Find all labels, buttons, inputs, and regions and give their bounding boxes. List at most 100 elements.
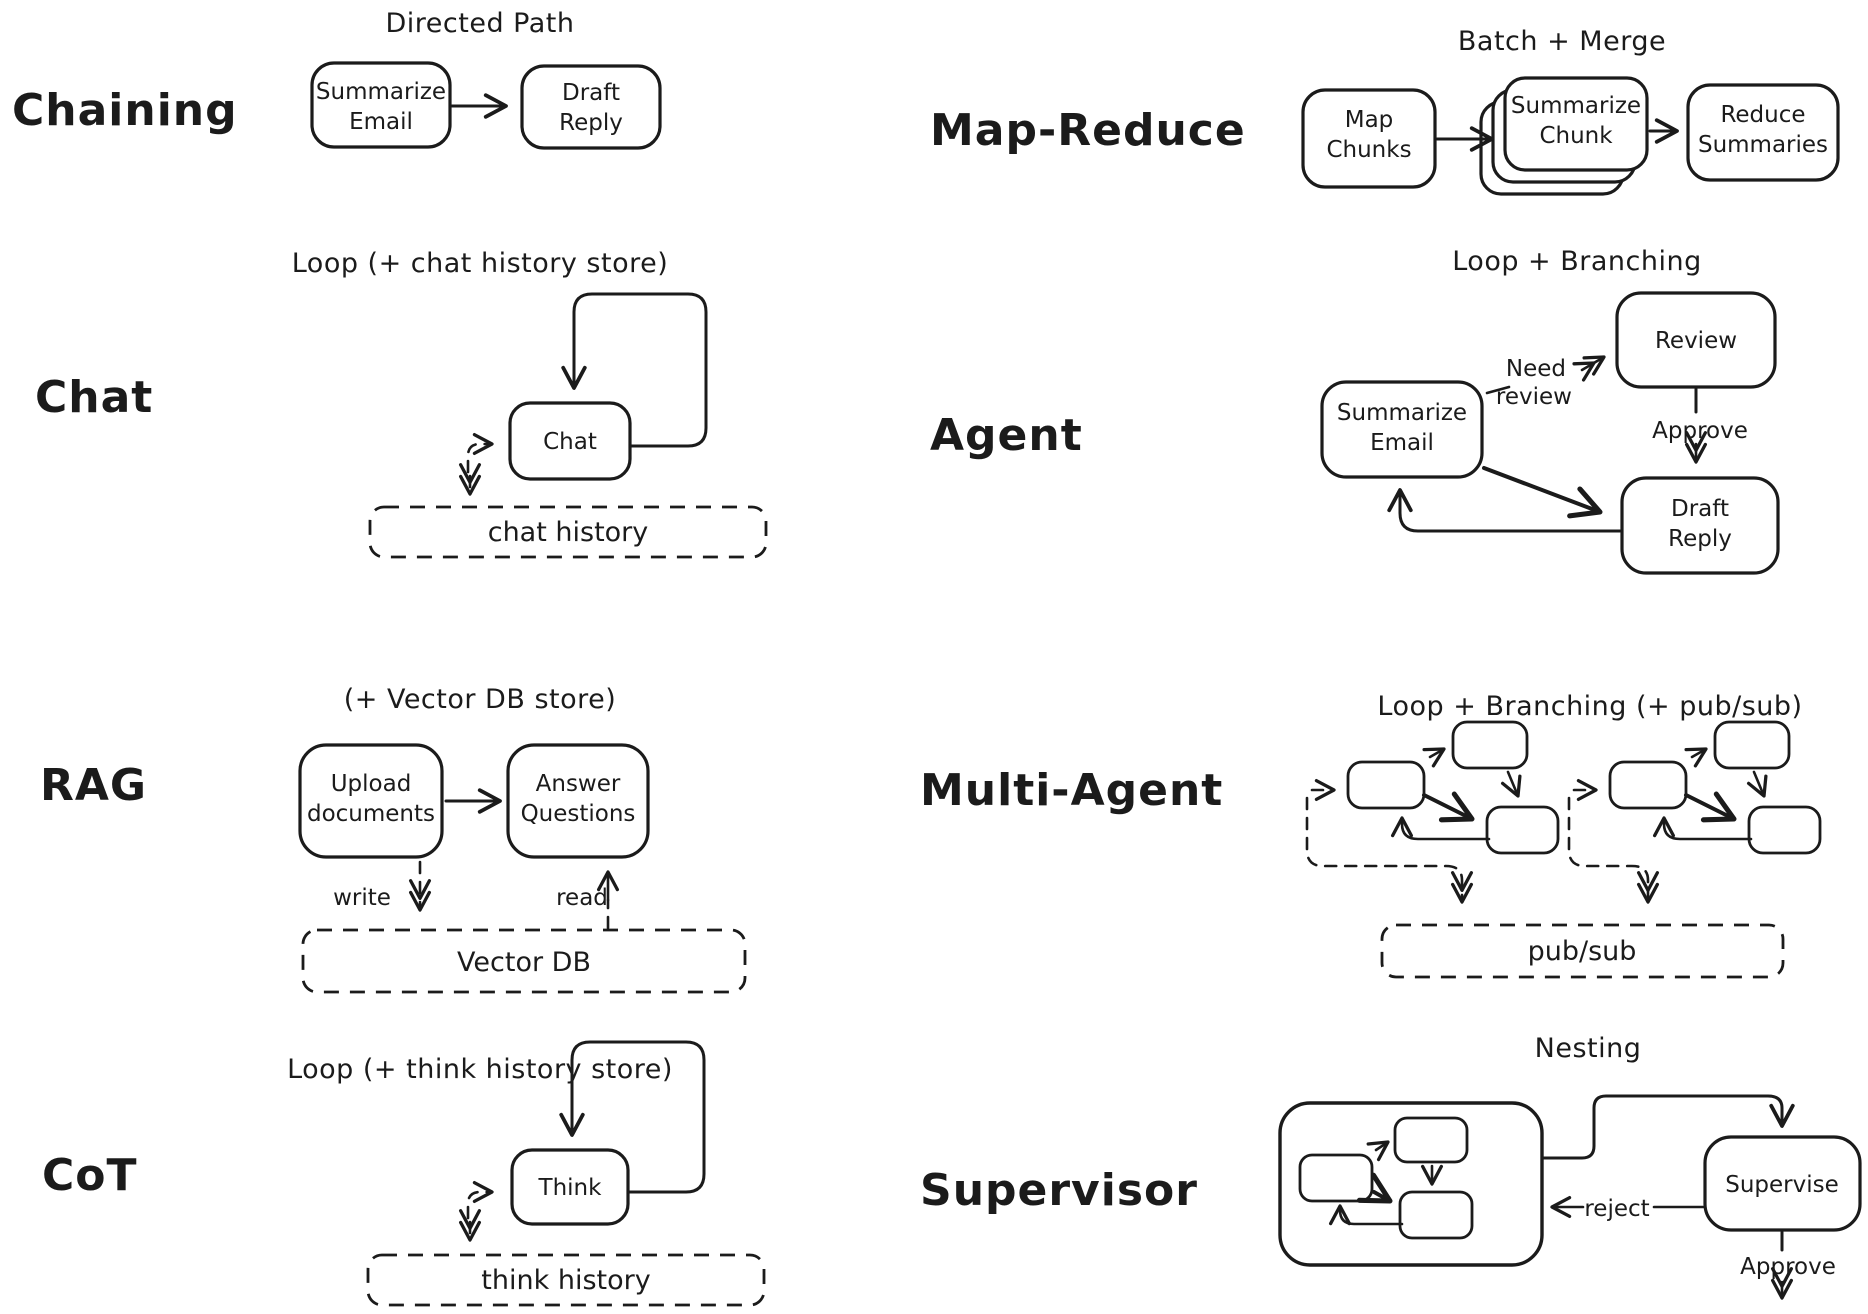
section-agent: Agent Loop + Branching Summarize Email R… bbox=[930, 246, 1780, 575]
node-text: Email bbox=[1370, 430, 1434, 456]
node-think bbox=[510, 1148, 630, 1226]
section-title: Nesting bbox=[1535, 1033, 1642, 1064]
store-text: think history bbox=[481, 1265, 650, 1296]
node-map-chunks bbox=[1301, 88, 1437, 189]
section-label: CoT bbox=[42, 1150, 138, 1201]
mini-node bbox=[1747, 805, 1822, 855]
section-title: Loop (+ think history store) bbox=[287, 1054, 673, 1085]
store-pub-sub bbox=[1380, 923, 1785, 979]
arrow-need-review-to-review bbox=[1572, 355, 1606, 382]
node-text: Draft bbox=[1671, 496, 1729, 522]
node-text: Summarize bbox=[316, 79, 446, 105]
arrow-cluster-to-pubsub bbox=[1305, 796, 1473, 904]
node-review bbox=[1615, 291, 1777, 389]
node-summarize-email bbox=[310, 61, 452, 149]
section-label: RAG bbox=[40, 760, 147, 811]
store-text: Vector DB bbox=[457, 947, 591, 978]
arrow-store-to-chat bbox=[466, 433, 494, 474]
section-cot: CoT Loop (+ think history store) Think t… bbox=[42, 1040, 766, 1307]
edge-label-reject: reject bbox=[1584, 1196, 1649, 1222]
node-reduce-summaries bbox=[1686, 83, 1840, 182]
agent-cluster-1 bbox=[1305, 720, 1560, 904]
node-text: Questions bbox=[521, 801, 636, 827]
arrow-left-to-top bbox=[1684, 747, 1708, 768]
section-title: Directed Path bbox=[386, 8, 575, 39]
node-text: Map bbox=[1345, 107, 1394, 133]
section-label: Agent bbox=[930, 410, 1083, 461]
arrow-bottom-back-to-left bbox=[1391, 816, 1491, 841]
mini-node bbox=[1298, 1153, 1374, 1203]
node-text: Think bbox=[538, 1175, 603, 1201]
section-label: Chat bbox=[35, 372, 153, 423]
section-label: Map-Reduce bbox=[930, 105, 1246, 156]
store-text: pub/sub bbox=[1528, 936, 1637, 967]
arrow-draft-back-to-summarize bbox=[1387, 488, 1622, 533]
section-title: Loop + Branching (+ pub/sub) bbox=[1377, 691, 1802, 722]
node-text: Email bbox=[349, 109, 413, 135]
arrow-bottom-back-to-left bbox=[1653, 816, 1753, 841]
section-label: Multi-Agent bbox=[920, 765, 1223, 816]
section-title: (+ Vector DB store) bbox=[344, 684, 617, 715]
node-summarize-email bbox=[1320, 380, 1484, 479]
mini-node bbox=[1451, 720, 1529, 770]
node-text: Upload bbox=[331, 771, 412, 797]
arrow-left-to-top bbox=[1366, 1140, 1390, 1162]
node-answer-questions bbox=[506, 743, 650, 859]
node-text: Chunks bbox=[1326, 137, 1411, 163]
arrow-self-loop bbox=[559, 1040, 706, 1194]
section-multi-agent: Multi-Agent Loop + Branching (+ pub/sub) bbox=[920, 691, 1822, 979]
arrow-store-to-think bbox=[466, 1181, 494, 1220]
arrow-bottom-back-to-left bbox=[1329, 1204, 1404, 1226]
store-chat-history bbox=[368, 505, 768, 559]
arrow-self-loop bbox=[561, 292, 708, 448]
section-chaining: Chaining Directed Path Summarize Email D… bbox=[12, 8, 662, 150]
mini-node bbox=[1346, 760, 1426, 810]
arrow-left-to-bottom bbox=[1422, 791, 1475, 823]
node-text: Reply bbox=[1668, 526, 1732, 552]
edge-label-read: read bbox=[556, 885, 608, 911]
section-title: Loop (+ chat history store) bbox=[292, 248, 669, 279]
store-vector-db bbox=[301, 928, 747, 994]
agent-cluster-2 bbox=[1567, 720, 1822, 904]
node-text: Summarize bbox=[1511, 93, 1641, 119]
node-text: Chunk bbox=[1539, 123, 1613, 149]
section-rag: RAG (+ Vector DB store) Upload documents… bbox=[40, 684, 747, 994]
nested-cluster bbox=[1298, 1116, 1474, 1240]
section-label: Chaining bbox=[12, 85, 238, 136]
arrow-top-to-bottom bbox=[1500, 770, 1522, 798]
node-supervise bbox=[1703, 1135, 1862, 1232]
arrow-left-to-bottom bbox=[1356, 1172, 1393, 1204]
edge-connector-need-review bbox=[1485, 385, 1511, 395]
edge-label-write: write bbox=[333, 885, 391, 911]
section-chat: Chat Loop (+ chat history store) Chat ch… bbox=[35, 248, 768, 559]
mini-node bbox=[1608, 760, 1688, 810]
edge-label-approve: Approve bbox=[1740, 1254, 1836, 1280]
arrow-left-to-bottom bbox=[1684, 791, 1737, 823]
node-draft-reply bbox=[520, 64, 662, 150]
section-title: Batch + Merge bbox=[1458, 26, 1666, 57]
mini-node bbox=[1713, 720, 1791, 770]
arrow-cluster-to-pubsub bbox=[1567, 796, 1659, 904]
mini-node bbox=[1393, 1116, 1469, 1164]
node-text: Reply bbox=[559, 110, 623, 136]
edge-label-need: Need bbox=[1506, 356, 1566, 382]
node-text: Supervise bbox=[1725, 1172, 1839, 1198]
section-map-reduce: Map-Reduce Batch + Merge Map Chunks Summ… bbox=[930, 26, 1840, 196]
node-text: documents bbox=[307, 801, 435, 827]
node-draft-reply bbox=[1620, 476, 1780, 575]
arrow-left-to-top bbox=[1422, 747, 1446, 768]
section-supervisor: Supervisor Nesting Supervise reject Appr… bbox=[920, 1033, 1862, 1300]
edge-label-approve: Approve bbox=[1652, 418, 1748, 444]
node-text: Reduce bbox=[1720, 102, 1805, 128]
section-title: Loop + Branching bbox=[1452, 246, 1702, 277]
arrow-summarize-to-draft bbox=[1482, 466, 1603, 519]
node-text: Chat bbox=[543, 429, 597, 455]
mini-node bbox=[1398, 1190, 1474, 1240]
node-text: Draft bbox=[562, 80, 620, 106]
node-text: Review bbox=[1655, 328, 1737, 354]
arrow-workflow-to-supervise bbox=[1540, 1094, 1795, 1160]
node-upload-documents bbox=[298, 743, 444, 859]
node-text: Answer bbox=[536, 771, 621, 797]
